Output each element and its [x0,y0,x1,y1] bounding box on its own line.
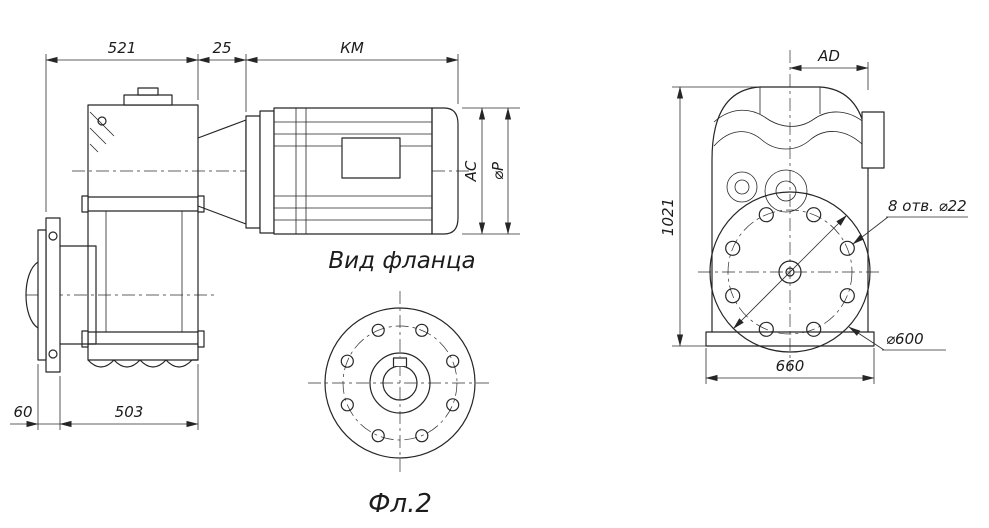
motor [245,107,459,235]
dim-motor-length: КМ [340,39,364,57]
front-top-dimension: AD [789,47,869,90]
front-housing [705,86,885,347]
front-width-dimension: 660 [705,348,875,384]
front-height-dimension: 1021 [659,86,758,347]
flange-face [308,291,492,475]
front-view: AD 1021 660 8 отв. ⌀22 ⌀600 [659,47,968,384]
flange-view-caption: Фл.2 [368,489,432,519]
side-top-dimensions: 521 25 КМ [45,39,459,212]
flange-diameter-leader: ⌀600 [848,326,946,351]
diagonal-diameter-line [733,215,847,329]
motor-terminal-box [341,137,401,179]
dim-housing-width: 521 [108,39,137,57]
dim-base-width: 503 [115,403,144,421]
keyway [392,357,408,367]
flange-view: Вид фланца Фл.2 [308,248,492,519]
gear-housing [81,87,205,368]
holes-note-leader: 8 отв. ⌀22 [852,197,968,245]
dim-motor-diameter: ⌀Р [489,161,507,180]
dim-height: 1021 [659,198,677,236]
side-right-dimensions: АС ⌀Р [462,107,520,235]
side-view: 521 25 КМ АС ⌀Р 60 503 [10,39,520,430]
output-flange [25,217,97,373]
front-view-centerlines [698,50,882,372]
terminal-box-edge [861,111,885,169]
dim-adapter-width: 25 [212,39,231,57]
holes-note: 8 отв. ⌀22 [888,197,967,215]
adapter-bell [197,119,247,225]
side-bottom-dimensions: 60 503 [10,364,199,430]
front-flange [709,191,871,353]
dim-flange-diameter: ⌀600 [886,330,924,348]
flange-bolt-holes [340,323,460,443]
dim-motor-center-height: АС [462,160,480,182]
dim-flange-thickness: 60 [13,403,32,421]
flange-view-title: Вид фланца [328,248,475,274]
dim-width: 660 [776,357,805,375]
dim-shaft-offset: AD [817,47,840,65]
